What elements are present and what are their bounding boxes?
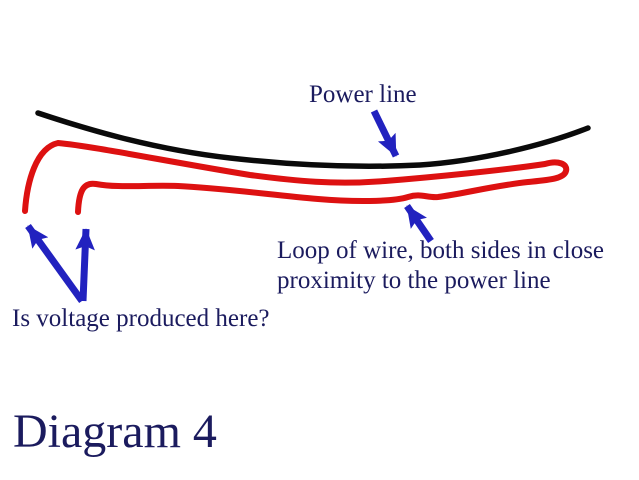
loop-label-line2: proximity to the power line — [277, 267, 551, 294]
question-arrow-right — [75, 228, 95, 302]
loop-label: Loop of wire, both sides in close proxim… — [277, 236, 637, 296]
question-arrow-left — [25, 223, 85, 304]
loop-label-line1: Loop of wire, both sides in close — [277, 237, 605, 264]
diagram-title: Diagram 4 — [13, 405, 217, 458]
loop-arrow — [404, 204, 434, 243]
question-label: Is voltage produced here? — [12, 305, 270, 332]
power-line-label: Power line — [309, 81, 417, 108]
wire-loop-curve — [22, 139, 570, 215]
power-line-curve — [35, 110, 591, 170]
power-line-arrow — [370, 109, 400, 158]
